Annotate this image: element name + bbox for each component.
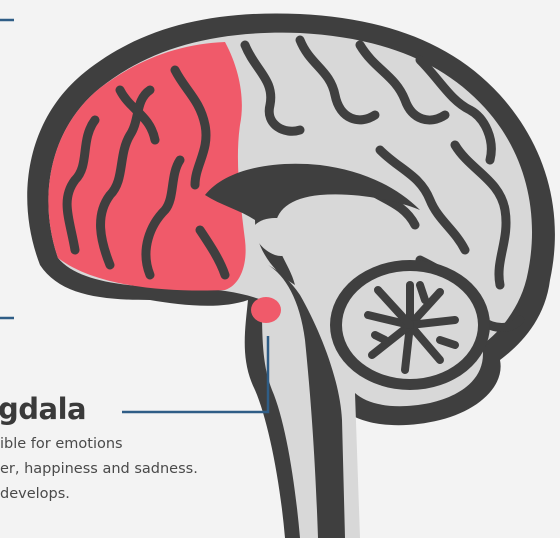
amygdala-description-line-3: develops.	[0, 486, 70, 502]
cerebellum	[330, 260, 490, 390]
amygdala-description-line-1: ible for emotions	[0, 436, 123, 452]
amygdala	[251, 297, 281, 323]
amygdala-title: gdala	[0, 392, 86, 426]
amygdala-description-line-2: er, happiness and sadness.	[0, 461, 198, 477]
